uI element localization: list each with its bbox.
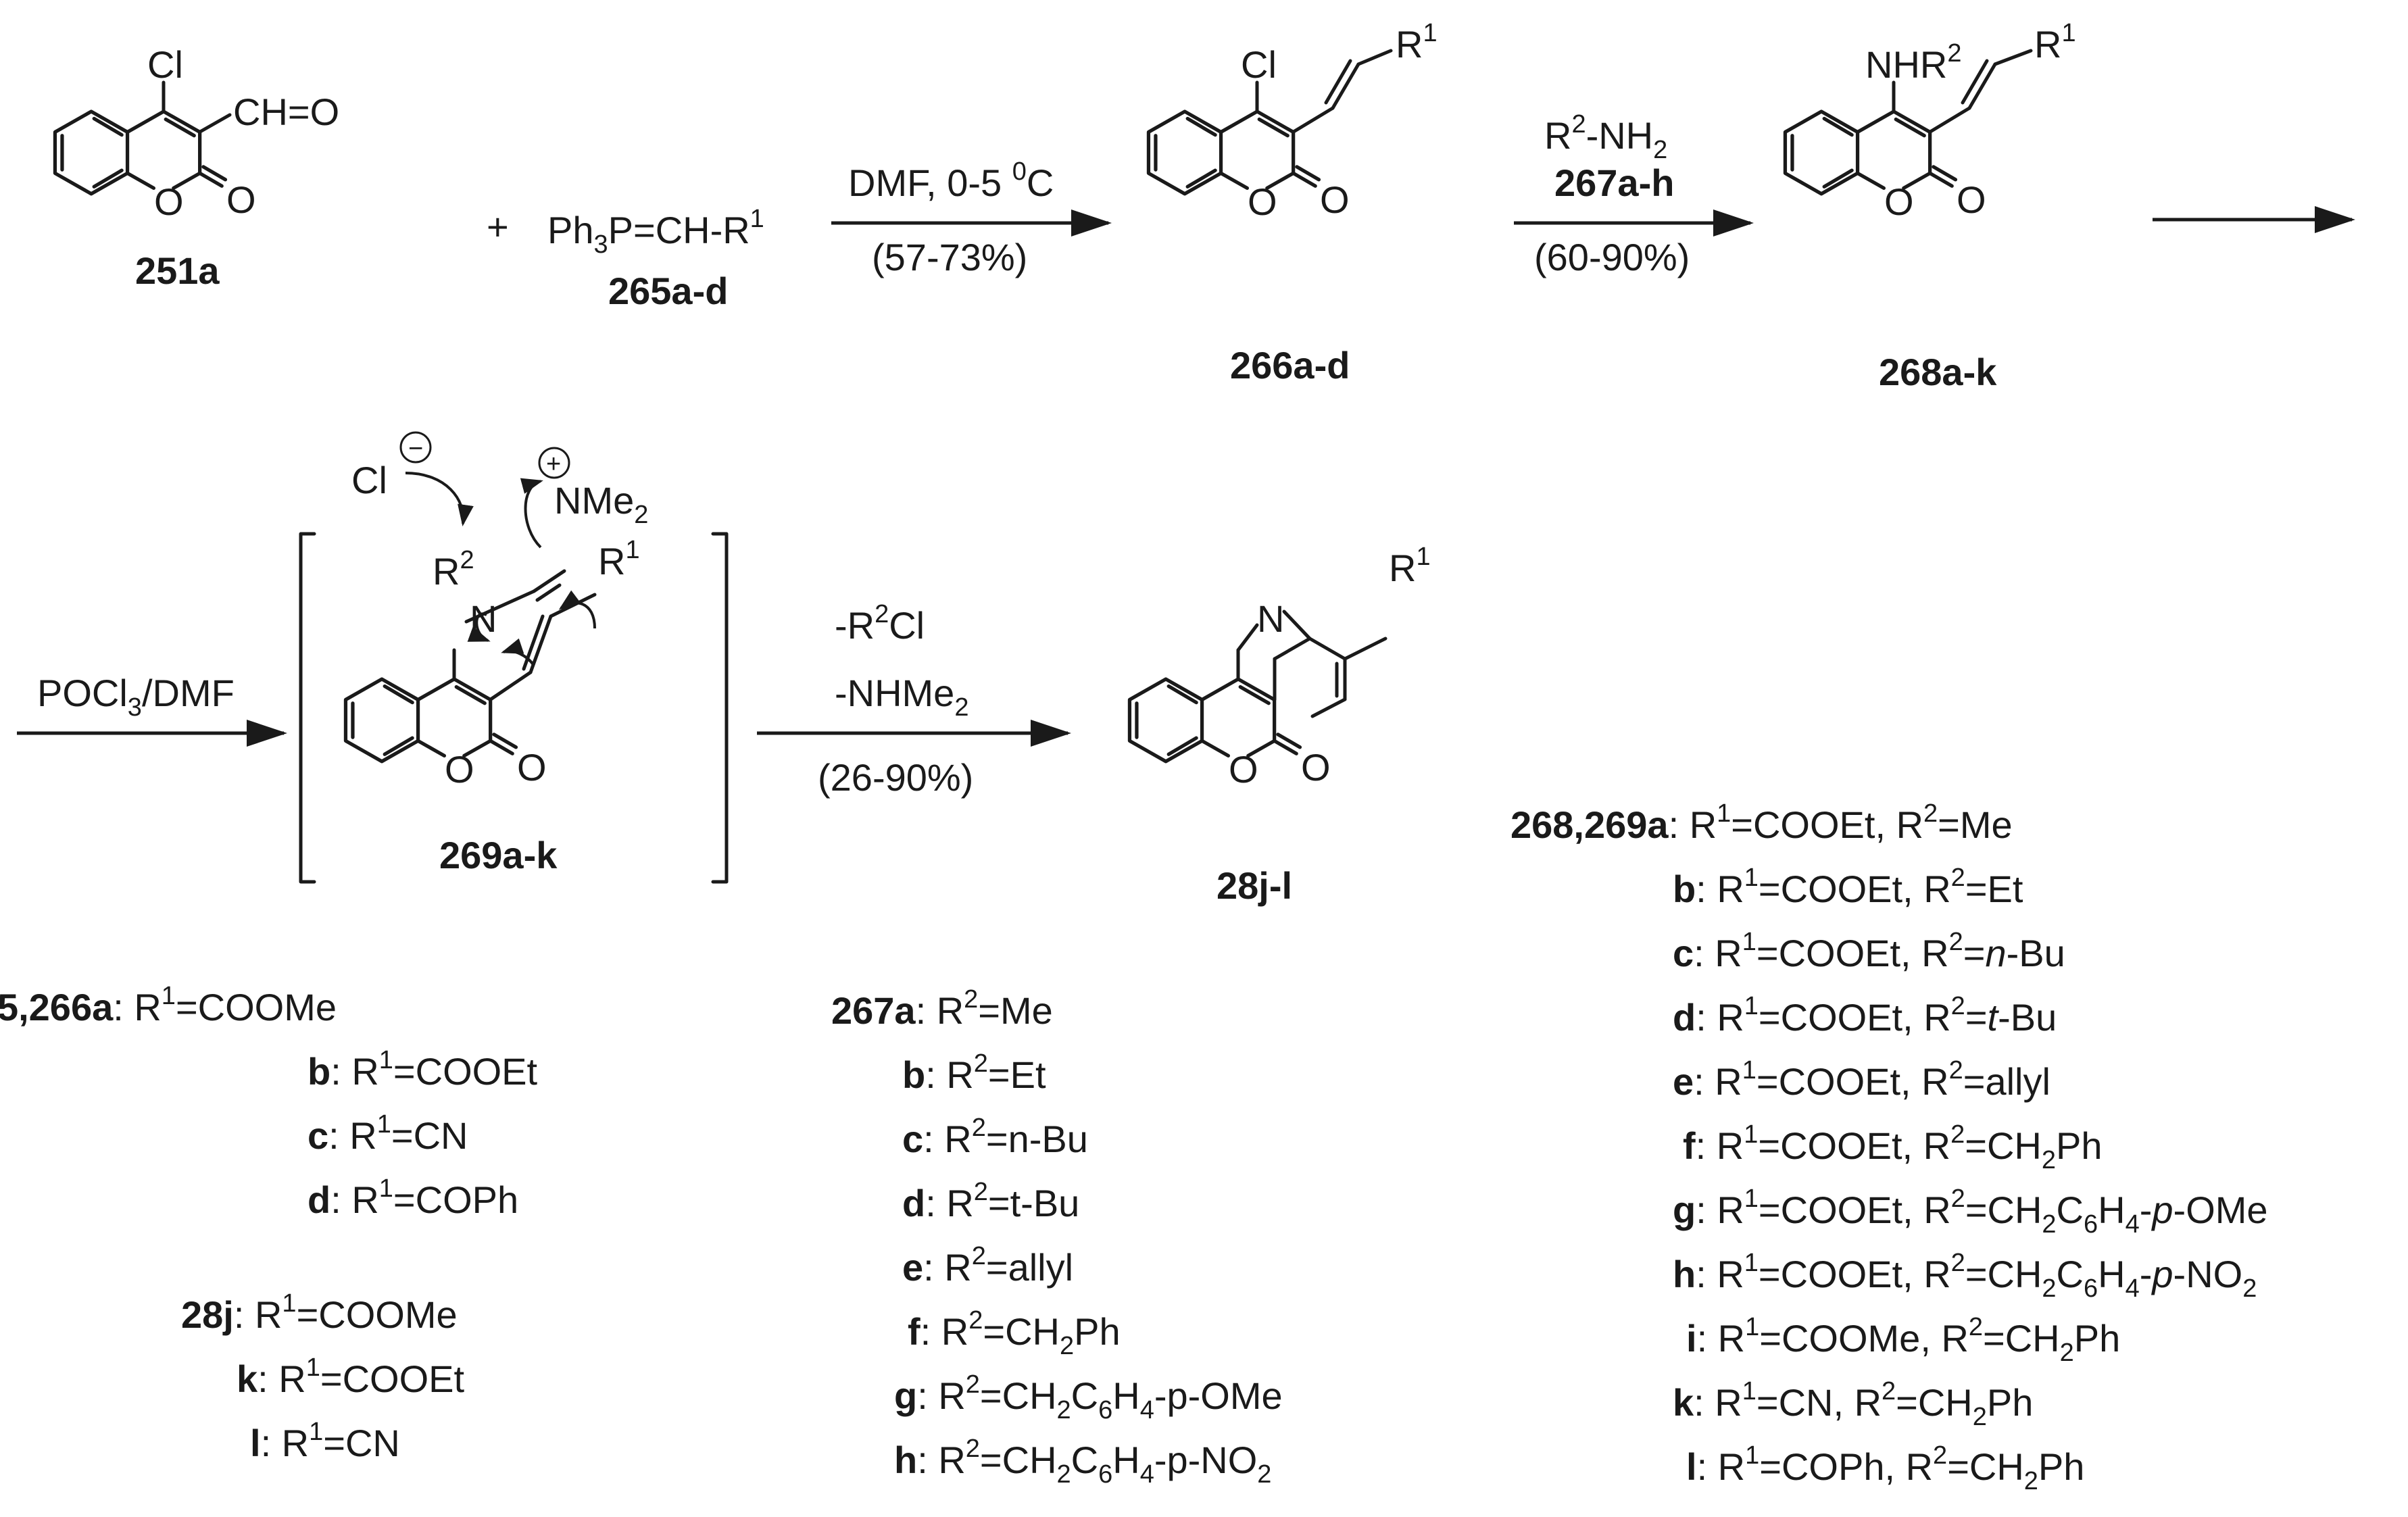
svg-text:d: R1=COPh: d: R1=COPh [308, 1174, 518, 1221]
svg-text:f: R2=CH2Ph: f: R2=CH2Ph [908, 1306, 1121, 1360]
step3-reagent: POCl3/DMF [37, 672, 235, 722]
ring-oxygen: O [1229, 748, 1258, 791]
curved-arrow-alkene [558, 590, 596, 629]
compound-label-28j-l: 28j-l [1217, 864, 1292, 907]
reaction-step-3: POCl3/DMF [17, 672, 287, 747]
chloride-ion: Cl [351, 459, 387, 501]
svg-text:e: R1=COOEt, R2=allyl: e: R1=COOEt, R2=allyl [1673, 1056, 2050, 1103]
aldehyde-group: CH=O [233, 91, 339, 133]
step1-yield: (57-73%) [872, 236, 1027, 278]
compound-label-269a-k: 269a-k [439, 834, 558, 876]
svg-text:g: R2=CH2C6H4-p-OMe: g: R2=CH2C6H4-p-OMe [894, 1370, 1283, 1424]
svg-text:i: R1=COOMe, R2=CH2Ph: i: R1=COOMe, R2=CH2Ph [1686, 1313, 2120, 1367]
bracket-left [299, 532, 316, 884]
svg-text:c: R1=COOEt, R2=n-Bu: c: R1=COOEt, R2=n-Bu [1673, 928, 2065, 974]
svg-text:g: R1=COOEt, R2=CH2C6H4-p-OMe: g: R1=COOEt, R2=CH2C6H4-p-OMe [1673, 1185, 2268, 1239]
carbonyl-oxygen: O [1301, 746, 1331, 789]
r1-substituent: R1 [2034, 19, 2076, 66]
step4-byproduct-2: -NHMe2 [835, 672, 968, 722]
amine-substituent: NHR2 [1865, 39, 1961, 86]
product-28j-l: N R1 O O 28j-l [1129, 543, 1431, 907]
svg-text:e: R2=allyl: e: R2=allyl [902, 1242, 1073, 1289]
curved-arrow-cl [405, 472, 474, 526]
r1-substituent: R1 [1396, 19, 1438, 66]
ring-oxygen: O [154, 180, 184, 223]
legend-28: 28j: R1=COOMe k: R1=COOEt l: R1=CN [181, 1289, 464, 1464]
carbonyl-oxygen: O [226, 178, 256, 221]
ylide-formula: Ph3P=CH-R1 [547, 205, 764, 259]
compound-label-265a-d: 265a-d [608, 270, 728, 312]
svg-text:c: R2=n-Bu: c: R2=n-Bu [902, 1114, 1088, 1160]
bracket-right [711, 532, 729, 884]
step1-conditions: DMF, 0-5 0C [848, 157, 1054, 204]
svg-text:d: R1=COOEt, R2=t-Bu: d: R1=COOEt, R2=t-Bu [1673, 992, 2057, 1039]
svg-text:h: R2=CH2C6H4-p-NO2: h: R2=CH2C6H4-p-NO2 [894, 1435, 1271, 1489]
svg-text:d: R2=t-Bu: d: R2=t-Bu [902, 1178, 1079, 1224]
svg-text:h: R1=COOEt, R2=CH2C6H4-p-NO2: h: R1=COOEt, R2=CH2C6H4-p-NO2 [1673, 1249, 2257, 1303]
svg-text:265,266a: R1=COOMe: 265,266a: R1=COOMe [0, 982, 337, 1028]
ring-oxygen: O [1884, 180, 1914, 223]
svg-text:b: R1=COOEt, R2=Et: b: R1=COOEt, R2=Et [1673, 864, 2023, 910]
svg-text:267a: R2=Me: 267a: R2=Me [831, 985, 1053, 1032]
curved-arrow-iminium [520, 478, 543, 549]
amine-nitrogen: N [470, 597, 497, 640]
svg-text:c: R1=CN: c: R1=CN [308, 1110, 468, 1157]
chlorine-atom: Cl [1241, 43, 1277, 86]
svg-text:b: R1=COOEt: b: R1=COOEt [308, 1046, 538, 1093]
svg-text:k: R1=CN, R2=CH2Ph: k: R1=CN, R2=CH2Ph [1673, 1377, 2033, 1431]
step4-yield: (26-90%) [818, 756, 973, 799]
compound-251a: Cl CH=O O O 251a [55, 43, 339, 292]
svg-text:l: R1=CN: l: R1=CN [250, 1418, 400, 1464]
minus-charge: − [408, 434, 423, 463]
compound-label-251a: 251a [135, 249, 220, 292]
ring-oxygen: O [445, 748, 474, 791]
compound-266a-d: Cl R1 O O 266a-d [1148, 19, 1438, 387]
compound-label-268a-k: 268a-k [1879, 351, 1997, 393]
legend-268-269: 268,269a: R1=COOEt, R2=Me b: R1=COOEt, R… [1510, 799, 2268, 1495]
legend-267: 267a: R2=Me b: R2=Et c: R2=n-Bu d: R2=t-… [831, 985, 1283, 1489]
compound-label-266a-d: 266a-d [1230, 344, 1350, 387]
r1-substituent: R1 [1389, 543, 1431, 589]
svg-text:268,269a: R1=COOEt, R2=Me: 268,269a: R1=COOEt, R2=Me [1510, 799, 2013, 846]
r2-group: R2 [433, 546, 474, 593]
plus-charge: + [546, 450, 561, 478]
step2-yield: (60-90%) [1534, 236, 1690, 278]
ylide-265a-d: Ph3P=CH-R1 265a-d [547, 205, 764, 312]
reaction-step-1: DMF, 0-5 0C (57-73%) [831, 157, 1112, 278]
r1-substituent: R1 [598, 536, 640, 582]
intermediate-269a-k: Cl − + NMe2 R2 N R1 O O 269a-k [345, 431, 648, 876]
svg-text:28j: R1=COOMe: 28j: R1=COOMe [181, 1289, 458, 1336]
curved-arrow-ring [501, 638, 535, 667]
curved-arrow-n [467, 612, 491, 642]
ring-oxygen: O [1248, 180, 1277, 223]
step2-reagent: R2-NH2 [1544, 110, 1667, 164]
reaction-step-4: -R2Cl -NHMe2 (26-90%) [757, 600, 1071, 799]
carbonyl-oxygen: O [517, 746, 547, 789]
step4-byproduct-1: -R2Cl [835, 600, 925, 647]
svg-text:f: R1=COOEt, R2=CH2Ph: f: R1=COOEt, R2=CH2Ph [1683, 1120, 2102, 1174]
carbonyl-oxygen: O [1957, 178, 1986, 221]
plus-sign: + [487, 205, 509, 248]
compound-268a-k: NHR2 R1 O O 268a-k [1785, 19, 2076, 393]
pyridine-nitrogen: N [1257, 597, 1284, 640]
svg-text:b: R2=Et: b: R2=Et [902, 1049, 1046, 1096]
legend-265-266: 265,266a: R1=COOMe b: R1=COOEt c: R1=CN … [0, 982, 538, 1221]
step2-reagent-label: 267a-h [1554, 161, 1674, 204]
dimethyliminium: NMe2 [554, 479, 648, 529]
chlorine-atom: Cl [147, 43, 183, 86]
carbonyl-oxygen: O [1320, 178, 1350, 221]
svg-text:l: R1=COPh, R2=CH2Ph: l: R1=COPh, R2=CH2Ph [1686, 1441, 2084, 1495]
reaction-step-2: R2-NH2 267a-h (60-90%) [1514, 110, 1754, 278]
svg-text:k: R1=COOEt: k: R1=COOEt [237, 1353, 464, 1400]
